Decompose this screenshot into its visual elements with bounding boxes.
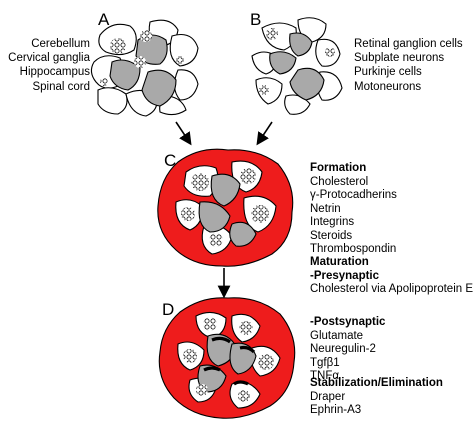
factor-item: Cholesterol xyxy=(310,175,369,188)
postsynaptic-density xyxy=(233,380,249,386)
panel-d-cluster xyxy=(158,297,296,419)
postsynaptic-cell xyxy=(198,201,231,233)
region-label: Spinal cord xyxy=(32,80,90,93)
panel-label-c: C xyxy=(164,151,177,170)
presynaptic-terminal xyxy=(169,33,199,67)
postsynaptic-cell xyxy=(289,67,325,101)
factor-item: γ-Protocadherins xyxy=(310,189,397,201)
region-label: Cervical ganglia xyxy=(8,52,90,65)
formation-heading: Formation xyxy=(310,162,367,174)
down-arrow-icon xyxy=(175,121,192,146)
postsynaptic-cell xyxy=(229,342,257,375)
postsynaptic-cell xyxy=(229,221,257,247)
presynaptic-heading: -Presynaptic xyxy=(310,269,380,282)
panel-label-d: D xyxy=(162,300,175,319)
stabilization-factor-list: Stabilization/Elimination Draper Ephrin-… xyxy=(310,377,443,418)
postsynaptic-density xyxy=(239,345,256,354)
panel-label-a: A xyxy=(98,10,110,29)
factor-item: Cholesterol via Apolipoprotein E xyxy=(310,283,474,295)
factor-item: TNFα xyxy=(310,370,340,382)
postsynaptic-density xyxy=(203,366,221,372)
presynaptic-terminal xyxy=(173,69,199,101)
panel-a-cluster xyxy=(90,19,199,117)
cell-type-label: Motoneurons xyxy=(354,80,422,93)
stabilization-heading: Stabilization/Elimination xyxy=(310,377,443,389)
panel-b-cell-type-list: Retinal ganglion cells Subplate neurons … xyxy=(354,37,463,94)
factor-item: Tgfβ1 xyxy=(310,356,340,369)
presynaptic-terminal xyxy=(255,77,283,105)
formation-factor-list: Formation Cholesterol γ-Protocadherins N… xyxy=(310,162,397,257)
factor-item: Draper xyxy=(310,390,346,403)
factor-item: Glutamate xyxy=(310,329,364,342)
postsynaptic-cell xyxy=(109,59,141,91)
panel-label-b: B xyxy=(250,10,262,29)
maturation-factor-list: Maturation -Presynaptic Cholesterol via … xyxy=(310,256,473,297)
panel-c-cluster xyxy=(157,148,294,267)
panel-a-region-list: Cerebellum Cervical ganglia Hippocampus … xyxy=(8,37,90,94)
postsynaptic-factor-list: -Postsynaptic Glutamate Neuregulin-2 Tgf… xyxy=(310,316,385,384)
postsynaptic-density xyxy=(211,336,231,344)
postsynaptic-cell xyxy=(269,51,297,75)
postsynaptic-cell xyxy=(289,32,313,57)
cell-type-label: Subplate neurons xyxy=(354,52,445,65)
region-label: Hippocampus xyxy=(19,66,90,79)
presynaptic-terminal xyxy=(97,87,128,115)
panel-b-cluster xyxy=(251,17,343,115)
maturation-heading: Maturation xyxy=(310,256,369,268)
postsynaptic-heading: -Postsynaptic xyxy=(310,316,386,328)
cell-type-label: Retinal ganglion cells xyxy=(354,38,463,50)
factor-item: Ephrin-A3 xyxy=(310,404,362,416)
postsynaptic-cell xyxy=(210,173,241,207)
region-label: Cerebellum xyxy=(31,38,90,50)
factor-item: Thrombospondin xyxy=(310,243,397,255)
cell-type-label: Purkinje cells xyxy=(354,66,422,79)
factor-item: Integrins xyxy=(310,216,355,228)
factor-item: Netrin xyxy=(310,202,341,215)
down-arrow-icon xyxy=(256,121,273,146)
factor-item: Neuregulin-2 xyxy=(310,343,376,355)
factor-item: Steroids xyxy=(310,229,353,242)
postsynaptic-cell xyxy=(141,69,177,107)
